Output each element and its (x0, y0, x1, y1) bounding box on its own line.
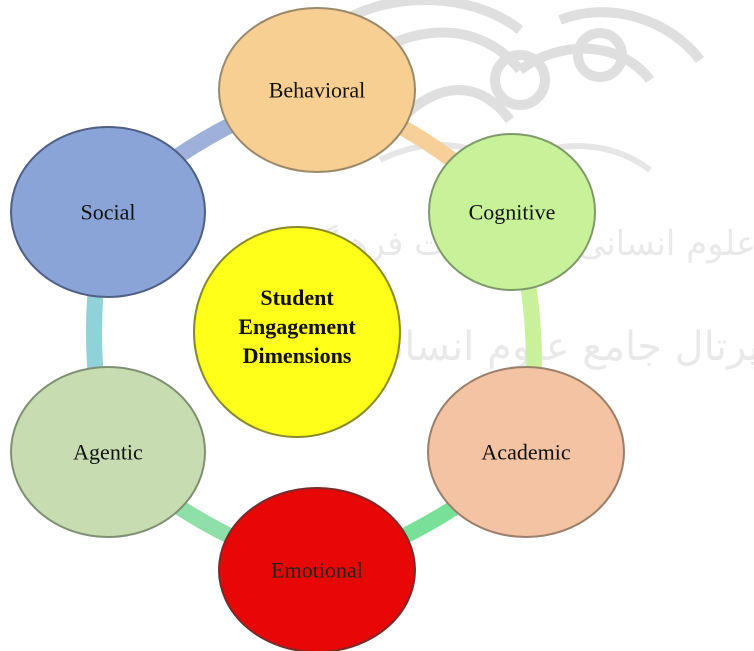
node-social-circle (10, 126, 206, 298)
node-cognitive-label: Cognitive (469, 200, 556, 225)
watermark-text-2: پرتال جامع علوم انسانی (360, 324, 754, 370)
node-emotional: Emotional (218, 487, 416, 651)
node-academic-circle (427, 366, 625, 538)
node-behavioral-circle (218, 7, 416, 173)
node-academic-label: Academic (481, 440, 570, 465)
node-social-label: Social (81, 200, 136, 225)
center-node: Student Engagement Dimensions (193, 226, 401, 438)
center-node-label-line-1: Student (260, 285, 334, 310)
node-social: Social (10, 126, 206, 298)
node-cognitive: Cognitive (428, 133, 596, 291)
center-node-circle (193, 226, 401, 438)
node-emotional-circle (218, 487, 416, 651)
node-agentic: Agentic (10, 366, 206, 538)
node-emotional-label: Emotional (271, 558, 363, 583)
center-node-label-line-2: Engagement (238, 314, 356, 339)
node-behavioral-label: Behavioral (269, 78, 366, 103)
node-behavioral: Behavioral (218, 7, 416, 173)
center-node-label-line-3: Dimensions (243, 343, 352, 368)
node-academic: Academic (427, 366, 625, 538)
dimension-nodes: Behavioral Cognitive Academic Emotional … (10, 7, 625, 651)
node-cognitive-circle (428, 133, 596, 291)
node-agentic-label: Agentic (73, 440, 143, 465)
node-agentic-circle (10, 366, 206, 538)
